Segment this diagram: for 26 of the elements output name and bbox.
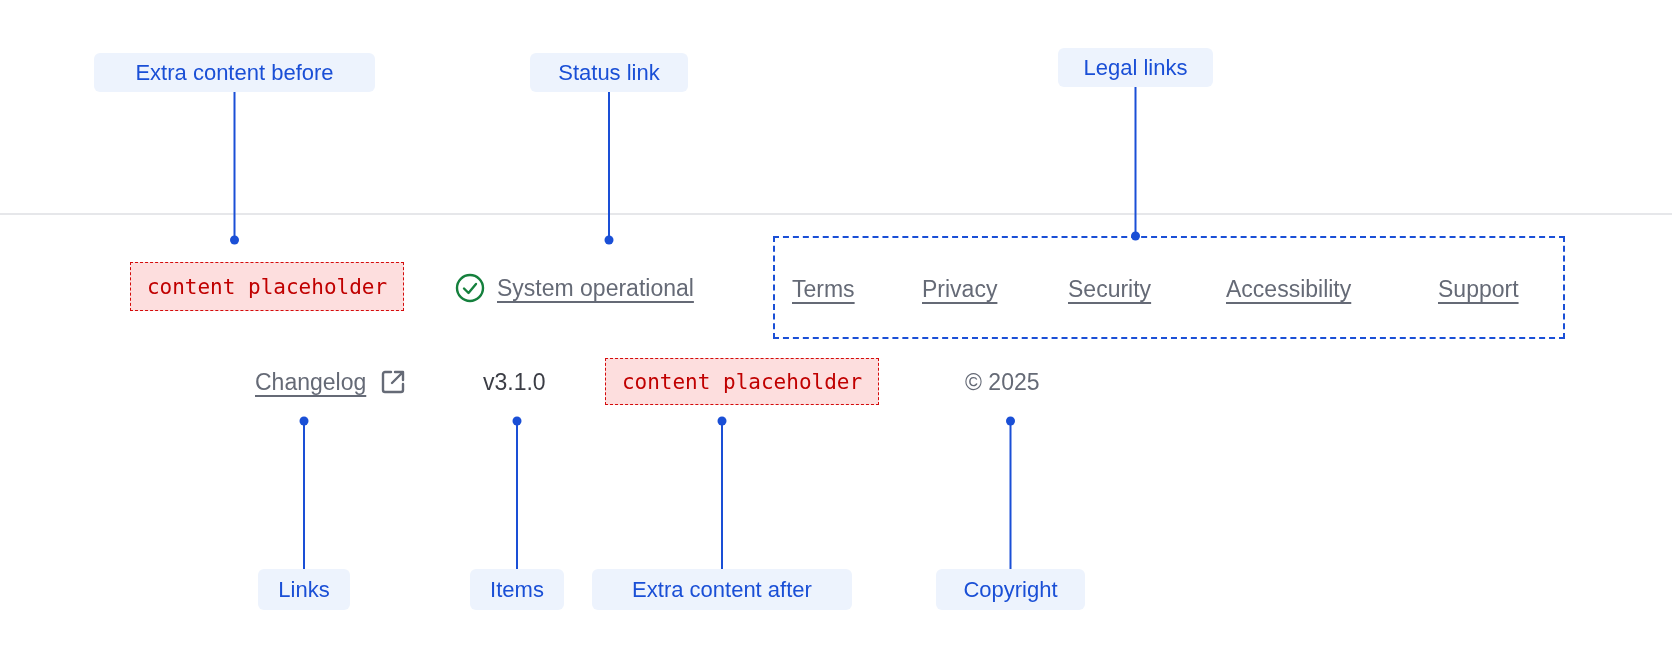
callout-label: Extra content before	[94, 53, 375, 92]
leader-line	[604, 91, 614, 245]
legal-link: Support	[1438, 275, 1519, 303]
callout-label: Copyright	[936, 569, 1085, 610]
changelog-link: Changelog	[255, 368, 367, 396]
leader-line	[299, 416, 309, 570]
callout-label: Links	[258, 569, 350, 610]
copyright-text: © 2025	[965, 368, 1040, 396]
callout-label: Extra content after	[592, 569, 852, 610]
leader-line	[717, 416, 727, 570]
legal-link: Security	[1068, 275, 1152, 303]
placeholder-box: content placeholder	[130, 262, 404, 311]
legal-link: Accessibility	[1226, 275, 1352, 303]
legal-links-box	[773, 236, 1565, 339]
callout-label: Status link	[530, 53, 688, 92]
legal-link: Privacy	[922, 275, 998, 303]
callout-label: Items	[470, 569, 564, 610]
leader-line	[1006, 416, 1015, 570]
leader-line	[1131, 86, 1140, 241]
placeholder-box: content placeholder	[605, 358, 879, 405]
legal-link: Terms	[792, 275, 855, 303]
leader-line	[512, 416, 522, 570]
callout-label: Legal links	[1058, 48, 1213, 87]
status-link: System operational	[497, 274, 694, 302]
version-text: v3.1.0	[483, 368, 546, 396]
leader-line	[230, 91, 239, 245]
